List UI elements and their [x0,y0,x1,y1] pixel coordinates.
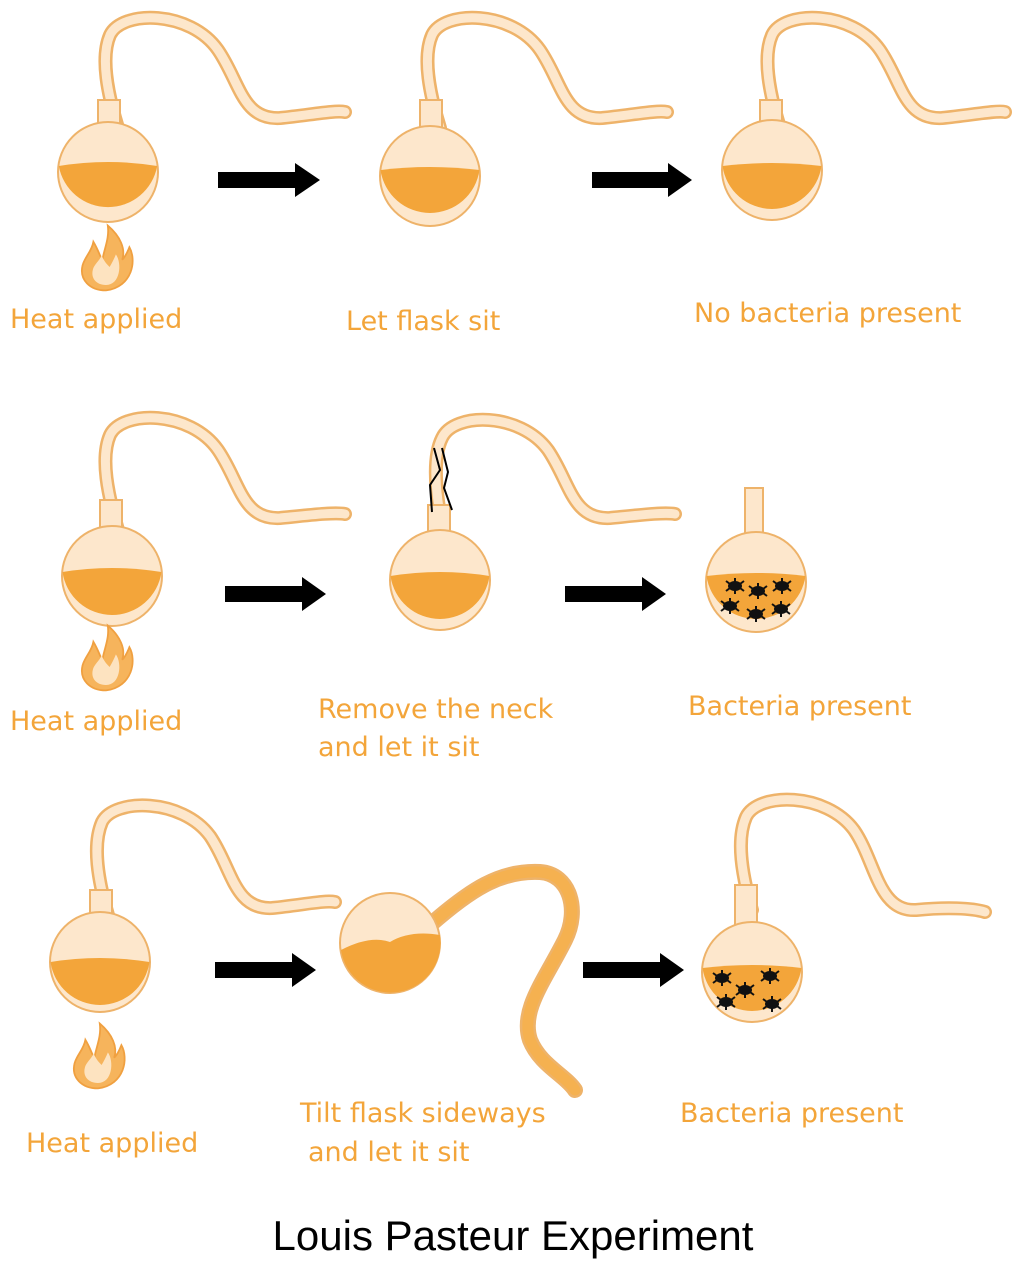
flask-3-2 [339,863,583,1098]
arrow-right-icon [215,953,316,987]
flask-2-3 [705,487,807,633]
flask-2-1 [61,410,352,627]
diagram-art [49,10,1012,1098]
flask-2-2 [389,412,682,631]
flask-1-1 [57,10,352,223]
row-3-result-label: Bacteria present [680,1098,904,1129]
row-1-result-label: No bacteria present [694,298,962,329]
arrow-right-icon [583,953,684,987]
page-title: Louis Pasteur Experiment [272,1212,754,1259]
flask-3-3 [701,792,992,1023]
row-2-middle-label-line-1: Remove the neck [318,694,554,725]
row-3-middle-label-line-2: and let it sit [308,1137,470,1168]
row-1-middle-label: Let flask sit [346,306,501,337]
flask-1-3 [721,10,1012,221]
flame-icon [81,624,134,692]
row-3-heat-label: Heat applied [26,1128,199,1159]
arrow-right-icon [565,577,666,611]
flame-icon [81,224,134,292]
row-1-heat-label: Heat applied [10,304,183,335]
flask-1-2 [379,10,674,227]
flask-3-1 [49,798,342,1013]
arrow-right-icon [592,163,692,197]
arrow-right-icon [225,577,326,611]
row-2-heat-label: Heat applied [10,706,183,737]
row-2-middle-label-line-2: and let it sit [318,732,480,763]
row-2-result-label: Bacteria present [688,691,912,722]
arrow-right-icon [218,163,320,197]
row-3-middle-label-line-1: Tilt flask sideways [300,1098,546,1129]
flame-icon [73,1022,126,1090]
